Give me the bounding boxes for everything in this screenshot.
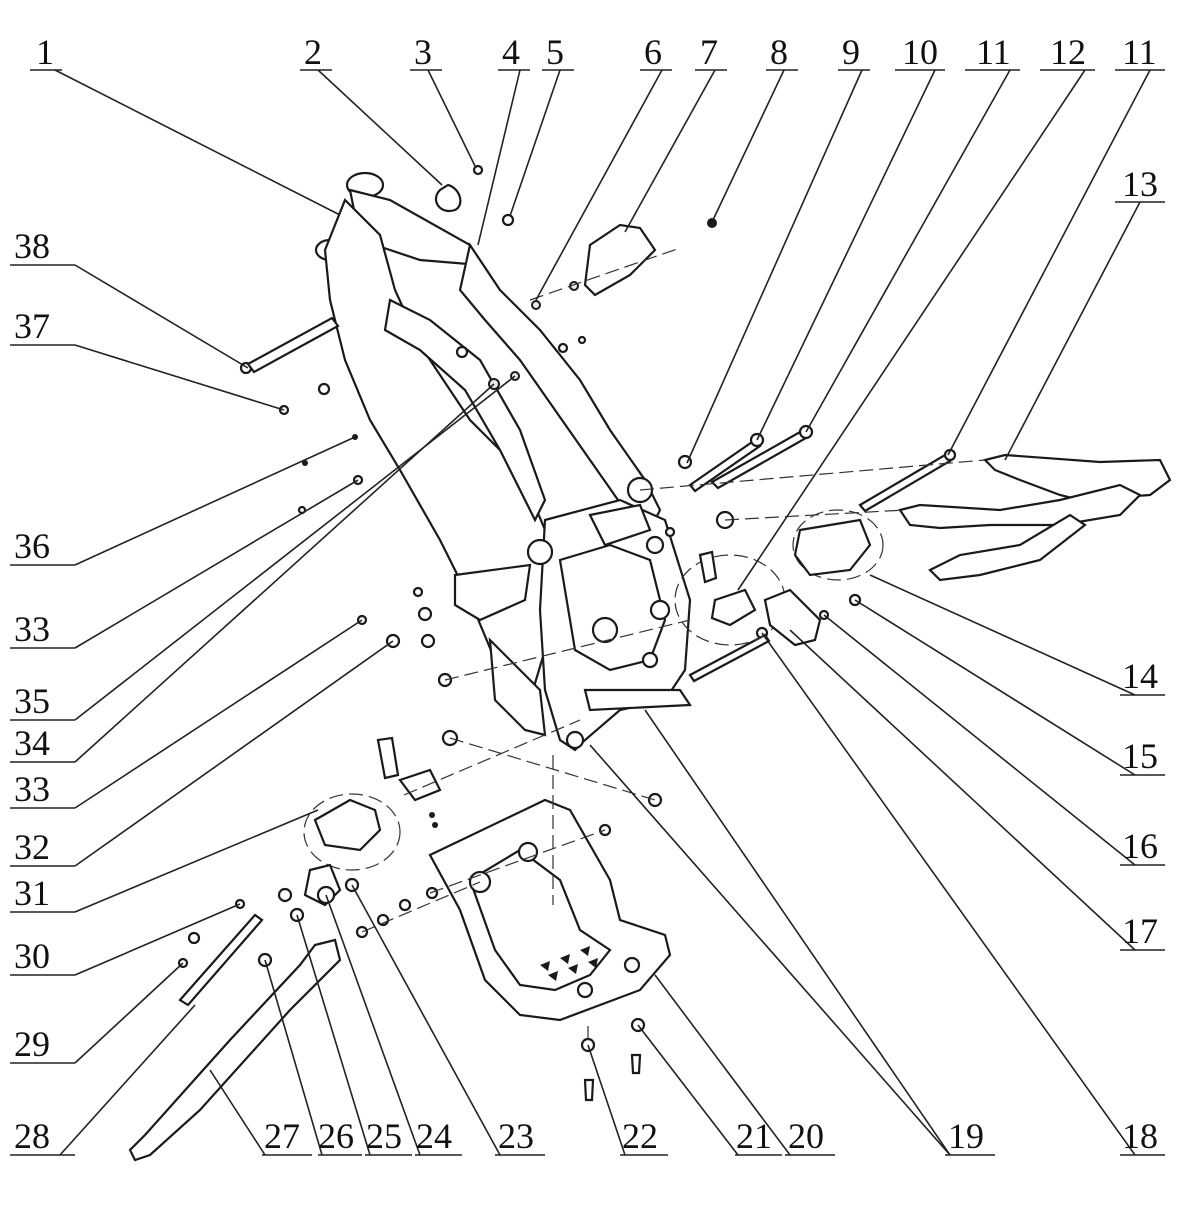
right-footpeg-group — [674, 509, 884, 647]
callout-5: 5 — [546, 32, 564, 72]
callout-4: 4 — [502, 32, 520, 72]
callout-12: 12 — [1050, 32, 1086, 72]
callout-25: 25 — [366, 1116, 402, 1156]
callout-32: 32 — [14, 827, 50, 867]
callout-27: 27 — [264, 1116, 300, 1156]
callout-37: 37 — [14, 306, 50, 346]
callout-33: 33 — [14, 769, 50, 809]
callout-30: 30 — [14, 936, 50, 976]
frame-assembly — [314, 171, 692, 752]
callout-3: 3 — [414, 32, 432, 72]
left-footpeg-group — [303, 736, 442, 871]
callout-35: 35 — [14, 681, 50, 721]
callout-18: 18 — [1122, 1116, 1158, 1156]
callout-22: 22 — [622, 1116, 658, 1156]
callout-10: 10 — [902, 32, 938, 72]
callout-20: 20 — [788, 1116, 824, 1156]
sidestand-group — [128, 863, 439, 1162]
callout-9: 9 — [842, 32, 860, 72]
cable-clamp — [434, 183, 462, 213]
callout-15: 15 — [1122, 736, 1158, 776]
callout-11: 11 — [976, 32, 1011, 72]
skid-plate-fasteners — [580, 1017, 646, 1102]
assembly-guide-lines — [361, 247, 986, 1040]
callout-38: 38 — [14, 226, 50, 266]
callout-26: 26 — [318, 1116, 354, 1156]
callout-36: 36 — [14, 526, 50, 566]
callout-7: 7 — [700, 32, 718, 72]
callout-13: 13 — [1122, 164, 1158, 204]
callout-23: 23 — [498, 1116, 534, 1156]
callout-17: 17 — [1122, 911, 1158, 951]
callout-34: 34 — [14, 723, 50, 763]
skid-plate — [428, 792, 672, 1022]
leader-lines — [10, 69, 1165, 1156]
rear-bracket-7 — [583, 223, 657, 297]
callout-2: 2 — [304, 32, 322, 72]
callout-19: 19 — [948, 1116, 984, 1156]
callout-28: 28 — [14, 1116, 50, 1156]
callout-33: 33 — [14, 609, 50, 649]
callout-14: 14 — [1122, 656, 1158, 696]
callout-1: 1 — [36, 32, 54, 72]
callout-16: 16 — [1122, 826, 1158, 866]
callout-8: 8 — [770, 32, 788, 72]
callout-24: 24 — [416, 1116, 452, 1156]
callout-11: 11 — [1122, 32, 1157, 72]
callout-21: 21 — [736, 1116, 772, 1156]
callout-6: 6 — [644, 32, 662, 72]
callout-31: 31 — [14, 873, 50, 913]
callout-29: 29 — [14, 1024, 50, 1064]
subframe — [898, 453, 1172, 582]
callout-labels: 1 2 3 4 5 6 7 8 9 10 11 12 11 13 38 37 3… — [14, 32, 1158, 1156]
